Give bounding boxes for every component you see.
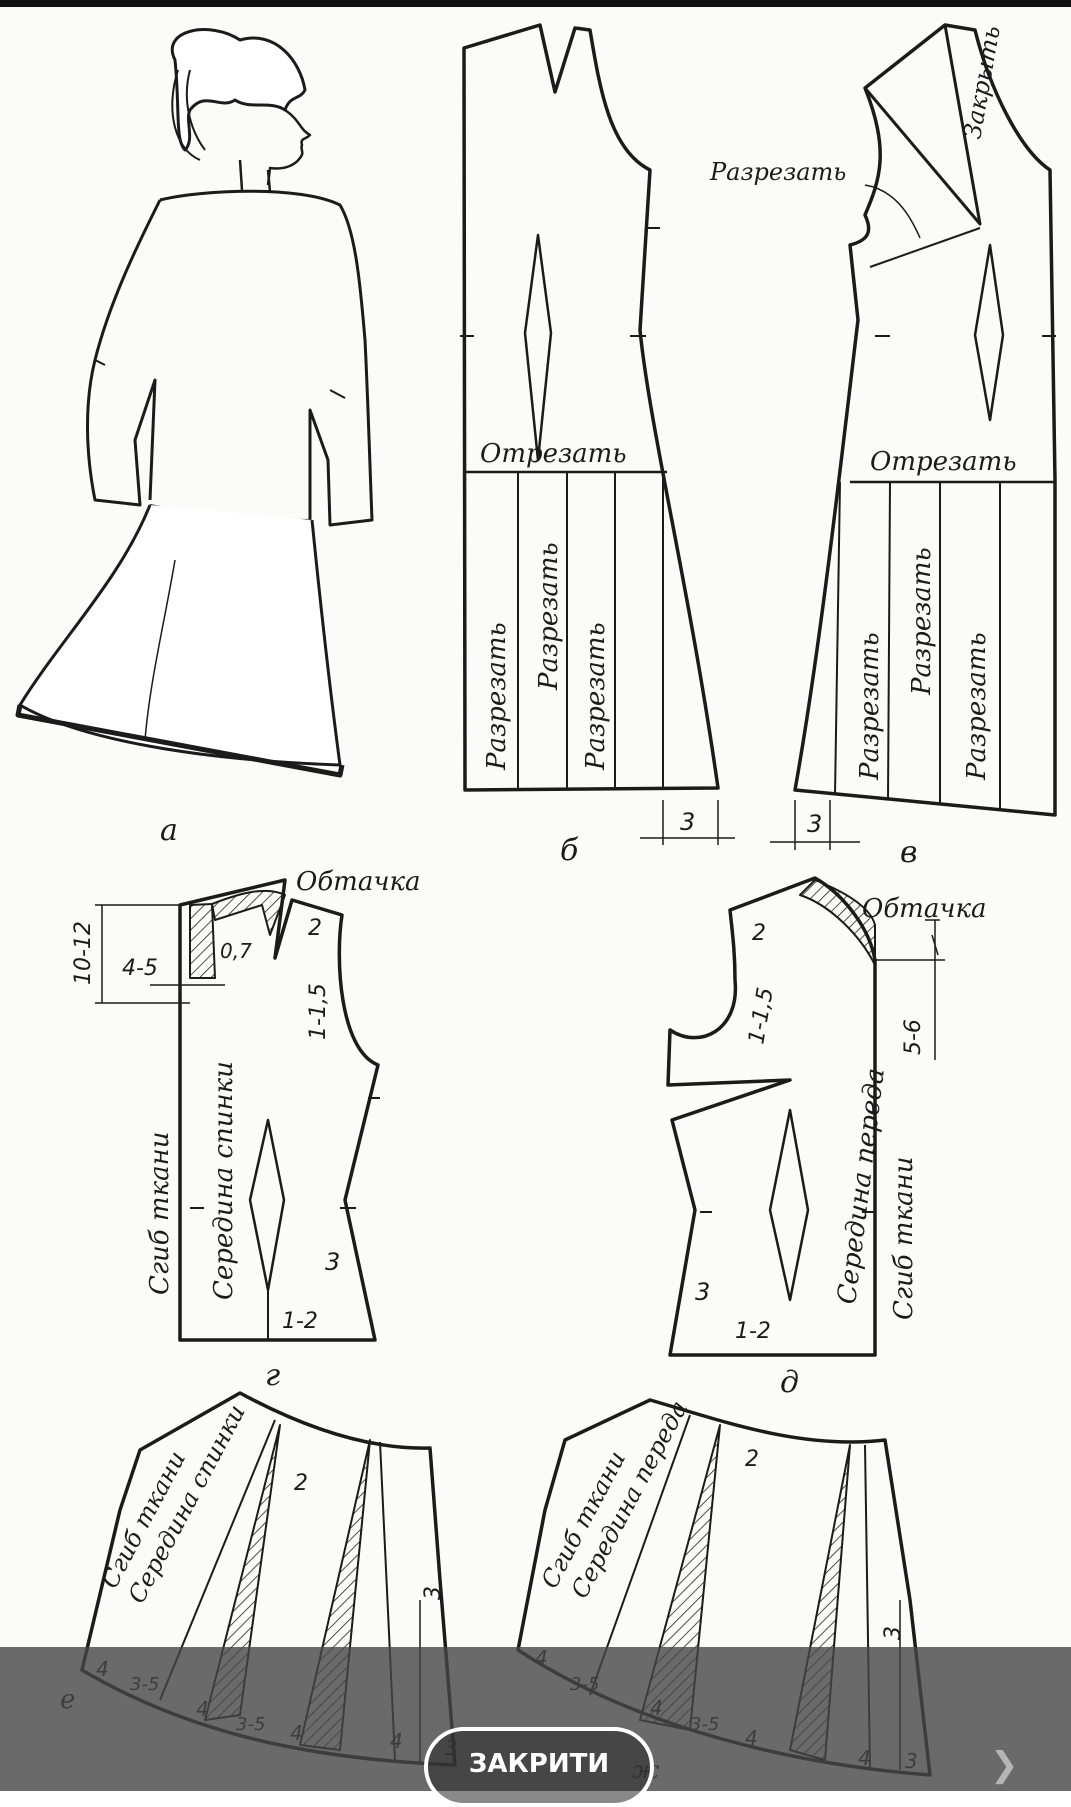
- d-dim-5-6: 5-6: [901, 1019, 926, 1055]
- v-cut-1: Разрезать: [855, 632, 885, 781]
- label-v: в: [900, 835, 917, 870]
- v-cut-2: Разрезать: [907, 547, 937, 696]
- g-dim-2: 2: [308, 916, 322, 941]
- d-facing: Обтачка: [862, 894, 987, 924]
- d-dim-1-2: 1-2: [735, 1319, 771, 1344]
- d-center-front: Середина переда: [832, 1066, 891, 1305]
- g-center-back: Середина спинки: [209, 1061, 239, 1300]
- v-close: Закрыть: [958, 24, 1005, 141]
- pattern-b-back: [460, 23, 735, 845]
- close-button-label: ЗАКРИТИ: [468, 1749, 610, 1779]
- g-fold: Сгиб ткани: [145, 1132, 175, 1295]
- g-dim-1-2: 1-2: [282, 1309, 318, 1334]
- close-button[interactable]: ЗАКРИТИ: [424, 1727, 654, 1807]
- d-dim-2: 2: [752, 921, 766, 946]
- b-cut-1: Разрезать: [482, 622, 512, 771]
- label-a: а: [160, 813, 178, 848]
- zh-dim-2: 2: [745, 1447, 759, 1472]
- zh-dim-3: 3: [881, 1626, 906, 1640]
- b-cut-3: Разрезать: [581, 622, 611, 771]
- figure-sketch: [15, 28, 374, 778]
- v-dim-3: 3: [807, 810, 822, 838]
- b-cut-2: Разрезать: [534, 542, 564, 691]
- d-dim-3: 3: [695, 1278, 710, 1306]
- pattern-d-front-bodice: [666, 876, 945, 1357]
- d-fold: Сгиб ткани: [889, 1157, 919, 1320]
- g-dim-4-5: 4-5: [122, 956, 158, 981]
- label-d: д: [780, 1365, 799, 1400]
- g-dim-1-15: 1-1,5: [306, 983, 331, 1040]
- v-cut-3: Разрезать: [962, 632, 992, 781]
- g-dim-3: 3: [325, 1248, 340, 1276]
- d-dim-1-15: 1-1,5: [744, 986, 779, 1046]
- v-cut-off: Отрезать: [870, 447, 1017, 477]
- g-dim-07: 0,7: [220, 939, 252, 963]
- chevron-right-icon[interactable]: ❯: [990, 1745, 1019, 1785]
- e-dim-3: 3: [421, 1586, 446, 1600]
- pattern-v-front: [770, 23, 1057, 850]
- top-status-bar: [0, 0, 1071, 7]
- v-cut-top: Разрезать: [709, 158, 846, 186]
- b-dim-3: 3: [680, 808, 695, 836]
- label-g: г: [265, 1358, 280, 1393]
- e-dim-2: 2: [294, 1471, 308, 1496]
- g-facing: Обтачка: [296, 867, 421, 897]
- b-cut-off: Отрезать: [480, 439, 627, 469]
- g-dim-10-12: 10-12: [71, 921, 96, 985]
- label-b: б: [560, 833, 579, 868]
- pattern-g-back-bodice: [95, 878, 380, 1342]
